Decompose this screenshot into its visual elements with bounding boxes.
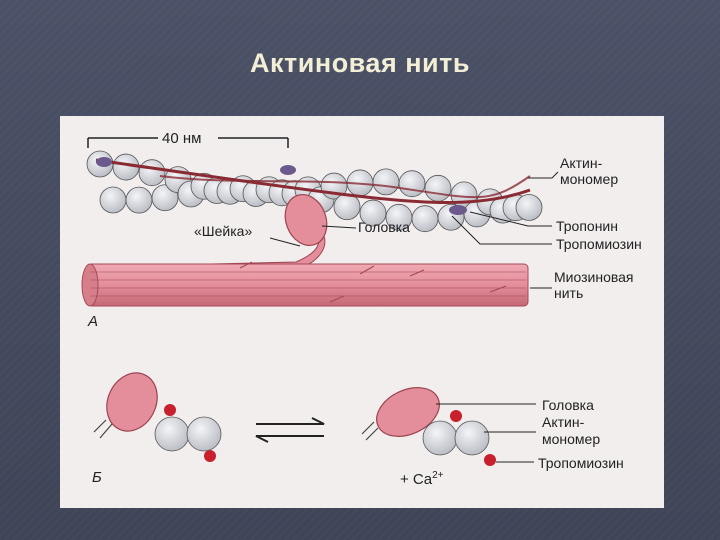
actin-monomer-bead xyxy=(138,159,166,187)
label-actin-monomer-b-2: мономер xyxy=(542,431,600,447)
actin-monomer-bead xyxy=(398,170,426,198)
myosin-filament xyxy=(81,261,529,307)
actin-monomer-bead xyxy=(411,205,439,233)
leader-lines-b xyxy=(436,403,536,463)
actin-bead xyxy=(154,416,190,452)
label-tropomyosin-b: Тропомиозин xyxy=(538,455,624,471)
troponin-blob xyxy=(96,157,112,167)
actin-monomer-bead xyxy=(424,174,452,202)
panel-b-right-state xyxy=(361,387,496,466)
myosin-head-detached xyxy=(106,372,158,432)
label-myosin-filament-1: Миозиновая xyxy=(554,269,634,285)
actin-monomer-bead xyxy=(99,186,127,214)
scale-bar: 40 нм xyxy=(87,130,289,148)
calcium-label: + Ca2+ xyxy=(400,470,444,488)
calcium-dot xyxy=(204,450,216,462)
diagram-svg: 40 нм Актин- мономер Тропонин Тропомиози… xyxy=(81,130,642,488)
actin-monomer-bead xyxy=(372,168,400,196)
label-actin-monomer-a-1: Актин- xyxy=(560,155,603,171)
label-troponin: Тропонин xyxy=(556,218,618,234)
slide-title: Актиновая нить xyxy=(250,48,470,78)
troponin-blob xyxy=(449,205,467,215)
label-neck: «Шейка» xyxy=(194,223,252,239)
calcium-dot xyxy=(164,404,176,416)
actin-monomer-bead xyxy=(515,194,543,221)
actin-monomer-bead xyxy=(359,199,387,227)
label-myosin-filament-2: нить xyxy=(554,285,583,301)
panel-a-letter: А xyxy=(87,313,98,330)
tropomyosin-strand xyxy=(95,158,531,204)
panel-b-letter: Б xyxy=(92,469,102,486)
myosin-head xyxy=(284,194,328,246)
panel-b-left-state xyxy=(93,372,222,462)
scale-label: 40 нм xyxy=(162,130,201,147)
equilibrium-arrows xyxy=(255,417,325,443)
actin-bead xyxy=(422,420,458,456)
myosin-head-attached xyxy=(376,387,440,437)
label-actin-monomer-a-2: мономер xyxy=(560,171,618,187)
calcium-dot xyxy=(450,410,462,422)
label-actin-monomer-b-1: Актин- xyxy=(542,414,585,430)
label-head-a: Головка xyxy=(358,219,410,235)
actin-bead xyxy=(454,420,490,456)
actin-monomer-bead xyxy=(333,193,361,221)
troponin-blob xyxy=(280,165,296,175)
diagram-figure: 40 нм Актин- мономер Тропонин Тропомиози… xyxy=(60,116,664,508)
actin-monomer-bead xyxy=(125,186,153,214)
label-tropomyosin-a: Тропомиозин xyxy=(556,236,642,252)
calcium-dot xyxy=(484,454,496,466)
actin-filament xyxy=(86,150,543,233)
actin-bead xyxy=(186,416,222,452)
label-head-b: Головка xyxy=(542,397,594,413)
leader-lines-a xyxy=(269,171,559,289)
